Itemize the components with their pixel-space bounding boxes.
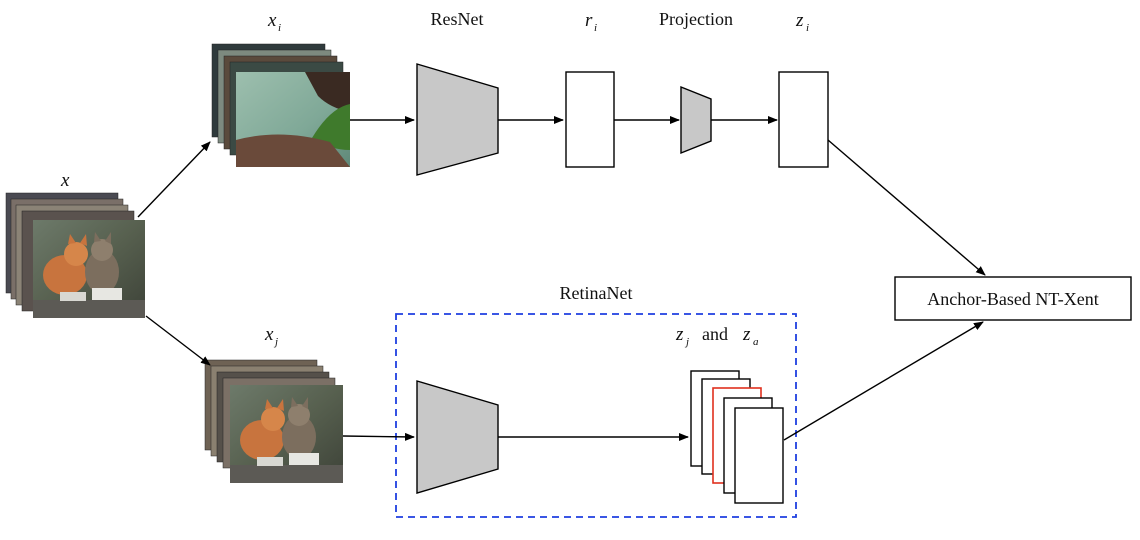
xj-label: x	[264, 324, 274, 345]
input-image-stack	[5, 192, 145, 318]
anchor-ntxent-loss-box	[894, 276, 1132, 321]
retinanet-encoder-block	[416, 380, 499, 494]
projection-label: Projection	[659, 9, 733, 29]
x-label: x	[60, 170, 70, 191]
cat-photo-icon	[33, 220, 145, 318]
view-j-image-stack	[204, 359, 343, 483]
resnet-encoder-block	[416, 63, 499, 176]
resnet-label: ResNet	[431, 9, 484, 29]
leaf-photo-icon	[236, 72, 350, 167]
ri-subscript: i	[594, 22, 597, 34]
arrow-xj-to-retinanet	[342, 432, 415, 441]
and-label: and	[702, 324, 728, 344]
arrow-zi-to-loss	[827, 139, 986, 276]
retinanet-dashed-frame	[395, 313, 797, 518]
zj-subscript: j	[684, 336, 689, 348]
zi-embedding-box	[778, 71, 829, 168]
zj-label: z	[675, 324, 684, 345]
arrow-anchors-to-loss	[783, 321, 984, 441]
zi-label: z	[795, 10, 804, 31]
anchor-embedding-stack	[690, 370, 784, 504]
projection-head-block	[680, 85, 712, 155]
xj-subscript: j	[273, 336, 278, 348]
xi-label: x	[267, 10, 277, 31]
arrow-x-to-xj	[145, 315, 211, 366]
retinanet-label: RetinaNet	[560, 283, 633, 303]
zi-subscript: i	[806, 22, 809, 34]
ri-representation-box	[565, 71, 615, 168]
xi-subscript: i	[278, 22, 281, 34]
za-subscript: a	[753, 336, 759, 348]
cat-crop-photo-icon	[230, 385, 343, 483]
loss-label: Anchor-Based NT-Xent	[927, 289, 1098, 309]
arrow-x-to-xi	[137, 141, 211, 218]
ri-label: r	[585, 10, 593, 31]
za-label: z	[742, 324, 751, 345]
view-i-image-stack	[211, 43, 350, 167]
